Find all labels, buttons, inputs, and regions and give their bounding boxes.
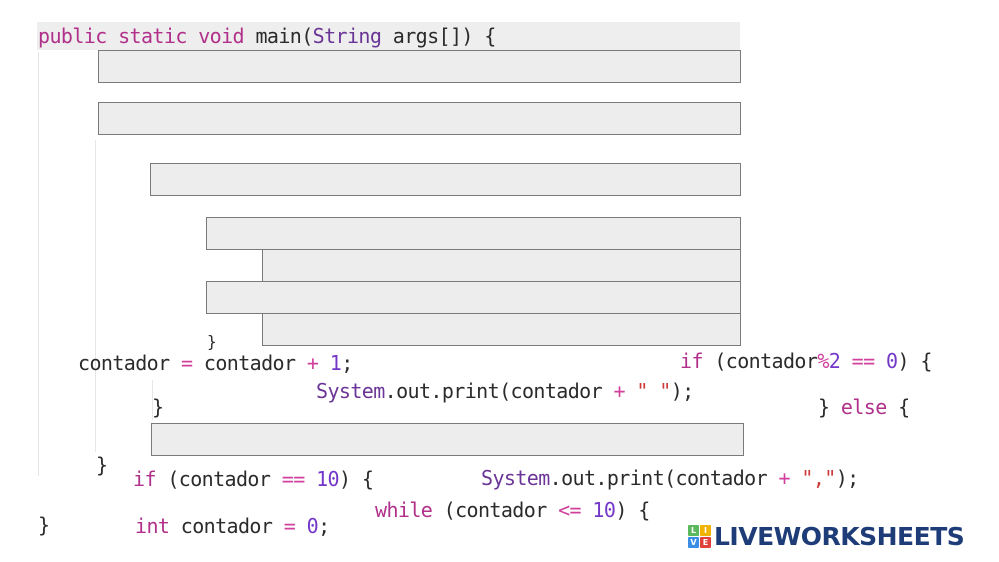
fragment-if-ten[interactable]: if (contador == 10) { [133, 467, 374, 491]
fragment-increment[interactable]: contador = contador + 1; [78, 351, 353, 375]
keyword-void: void [198, 24, 244, 48]
logo-text: LIVEWORKSHEETS [714, 521, 965, 551]
number-literal: 0 [306, 514, 319, 538]
operator: + [778, 466, 790, 490]
fragment-text: } [96, 453, 108, 477]
fragment-closing-brace-small[interactable]: } [207, 332, 217, 351]
answer-box-8[interactable] [151, 423, 744, 456]
answer-box-6[interactable] [206, 281, 741, 314]
keyword-while: while [375, 498, 433, 522]
fragment-text: } [152, 395, 164, 419]
fragment-brace-close-3[interactable]: } [38, 513, 50, 537]
logo-letter-i: I [700, 524, 711, 536]
fragment-text: ; [318, 514, 330, 538]
fragment-text: { [886, 395, 910, 419]
answer-box-5[interactable] [262, 249, 741, 282]
fragment-text: (contador [155, 467, 282, 491]
fragment-text: contador [169, 514, 284, 538]
number-literal: 10 [316, 467, 339, 491]
keyword-int: int [135, 514, 170, 538]
indent-guide [38, 52, 39, 476]
header-line-highlight [37, 22, 740, 50]
operator: % [817, 349, 829, 373]
fragment-text: } [818, 395, 841, 419]
fragment-text: .out.print(contador [549, 466, 779, 490]
operator: <= [558, 498, 581, 522]
fragment-int-decl[interactable]: int contador = 0; [135, 514, 330, 538]
type-string: String [312, 24, 382, 48]
operator: = [180, 351, 193, 375]
string-literal: " " [636, 379, 671, 403]
operator: + [613, 379, 625, 403]
answer-box-4[interactable] [206, 217, 741, 250]
answer-box-2[interactable] [98, 102, 741, 135]
fragment-text: } [207, 332, 217, 351]
main-method-signature: public static void main(String args[]) { [38, 24, 496, 48]
keyword-if: if [133, 467, 156, 491]
fragment-text: ) { [338, 467, 374, 491]
space [295, 514, 306, 538]
answer-box-3[interactable] [150, 163, 741, 196]
operator: == [281, 467, 305, 491]
number-literal: 1 [329, 351, 342, 375]
method-name: main( [255, 24, 313, 48]
fragment-text: contador [78, 351, 181, 375]
operator: + [306, 351, 319, 375]
fragment-text: ) { [897, 349, 932, 373]
answer-box-1[interactable] [98, 50, 741, 83]
logo-letter-e: E [700, 536, 711, 548]
fragment-print-comma[interactable]: System.out.print(contador + ","); [481, 466, 859, 490]
keyword-static: static [118, 24, 187, 48]
fragment-while[interactable]: while (contador <= 10) { [375, 498, 650, 522]
fragment-text: (contador [432, 498, 559, 522]
indent-guide [95, 140, 96, 452]
fragment-text: .out.print(contador [384, 379, 614, 403]
fragment-if-mod[interactable]: if (contador%2 == 0) { [680, 349, 932, 373]
space [305, 467, 316, 491]
indent-guide [152, 380, 153, 420]
type-system: System [316, 379, 385, 403]
fragment-text: ); [670, 379, 694, 403]
logo-letter-l: L [688, 524, 699, 536]
fragment-text: ; [341, 351, 353, 375]
space [875, 349, 886, 373]
number-literal: 10 [592, 498, 616, 522]
keyword-if: if [680, 349, 703, 373]
method-args: args[]) { [381, 24, 497, 48]
string-literal: "," [801, 466, 836, 490]
fragment-text: } [38, 513, 50, 537]
answer-box-7[interactable] [262, 313, 741, 346]
fragment-text: ); [835, 466, 859, 490]
fragment-text: contador [192, 351, 307, 375]
fragment-else[interactable]: } else { [818, 395, 910, 419]
type-system: System [481, 466, 550, 490]
space [840, 349, 851, 373]
logo-letter-v: V [688, 536, 699, 548]
number-literal: 0 [886, 349, 898, 373]
keyword-public: public [38, 24, 107, 48]
fragment-brace-close-1[interactable]: } [152, 395, 164, 419]
operator: == [851, 349, 875, 373]
number-literal: 2 [828, 349, 841, 373]
logo-icon: L I V E [688, 524, 711, 548]
operator: = [283, 514, 296, 538]
space [581, 498, 592, 522]
fragment-text: (contador [702, 349, 818, 373]
fragment-print-space[interactable]: System.out.print(contador + " "); [316, 379, 694, 403]
fragment-brace-close-2[interactable]: } [96, 453, 108, 477]
liveworksheets-logo: L I V E LIVEWORKSHEETS [688, 521, 965, 551]
fragment-text: ) { [615, 498, 650, 522]
keyword-else: else [840, 395, 887, 419]
